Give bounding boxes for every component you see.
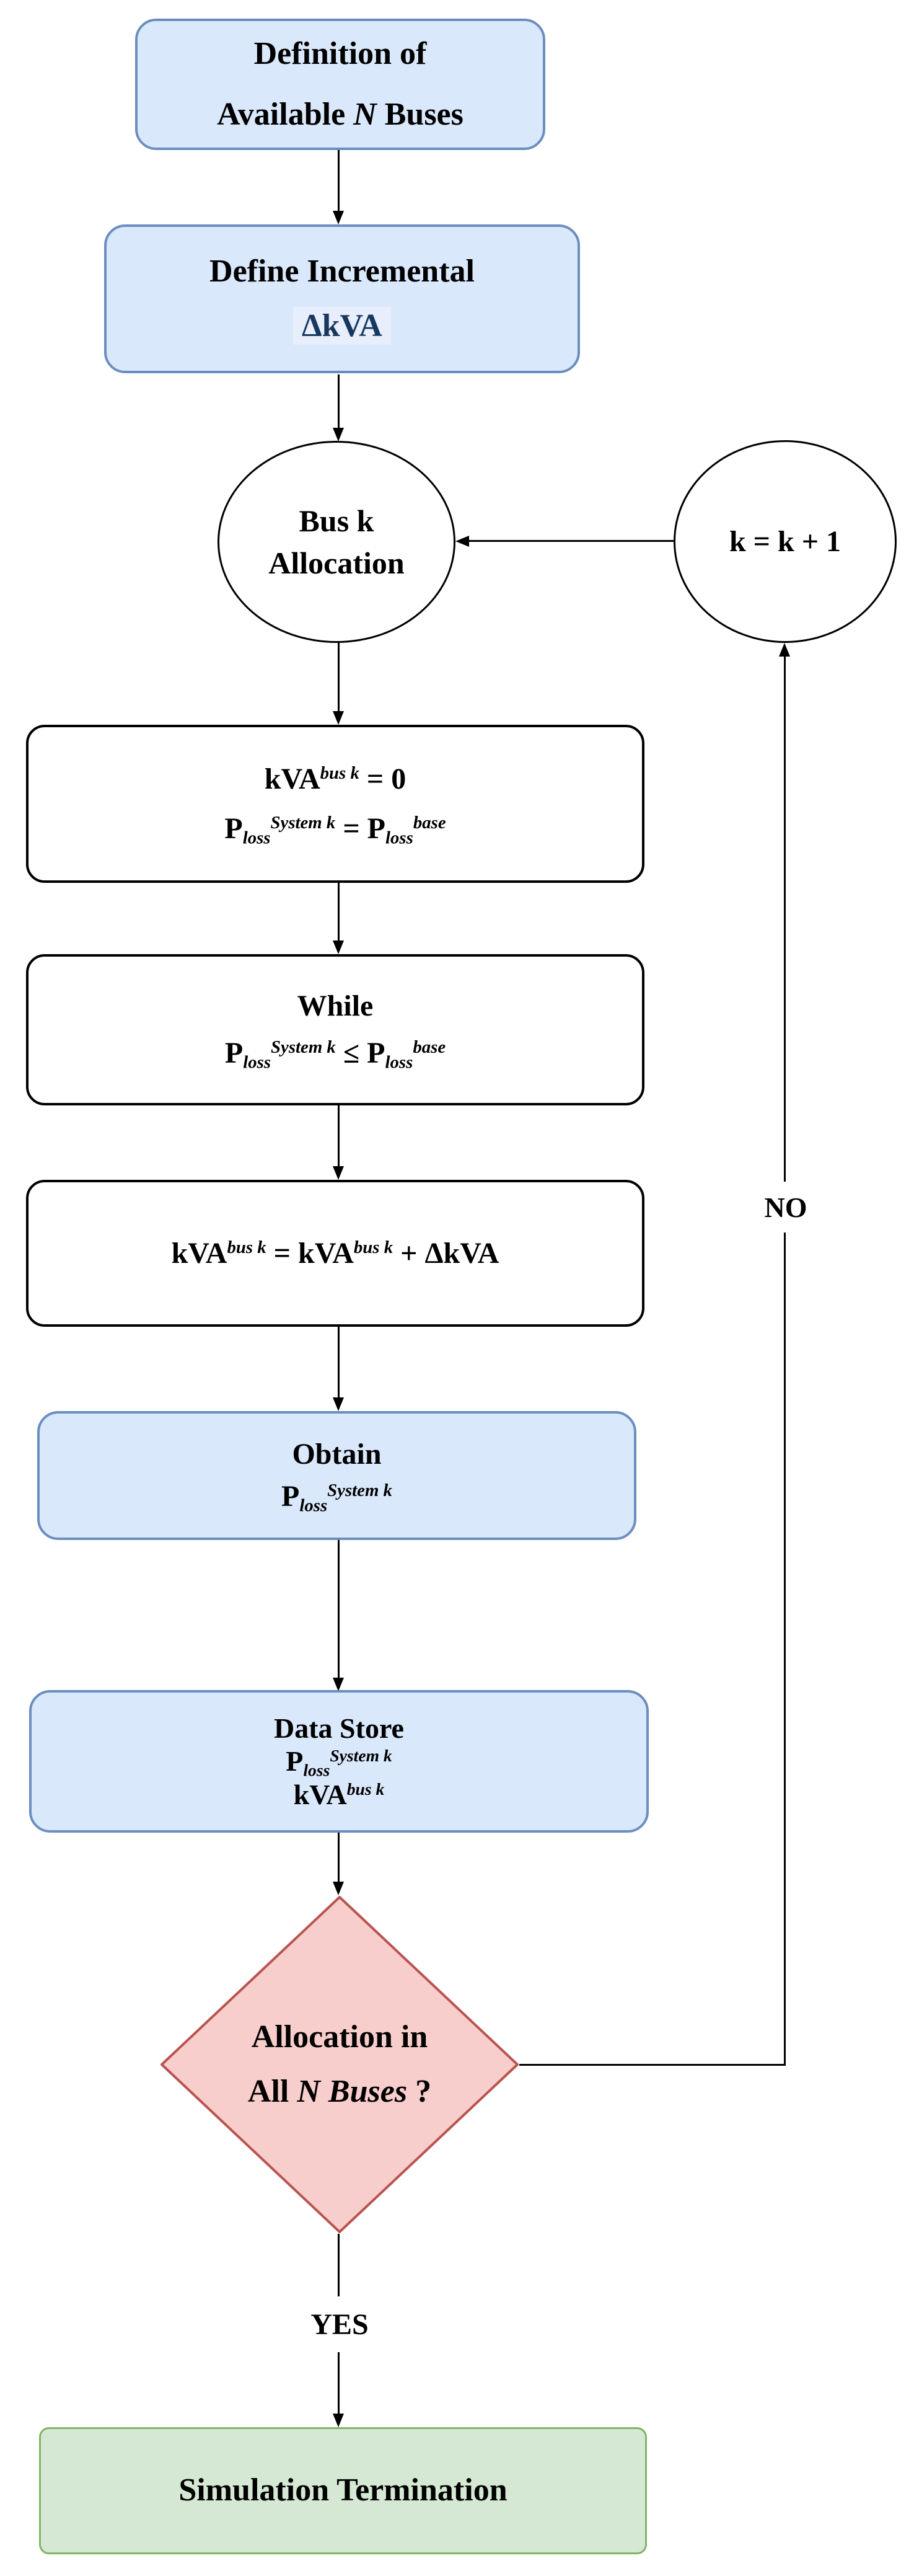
connector-no-branch-horizontal (519, 2064, 786, 2066)
arrowhead-down-icon (333, 211, 344, 224)
superscript: System k (330, 1746, 392, 1766)
arrowhead-down-icon (333, 941, 344, 954)
text-segment: kVA (264, 762, 320, 795)
text-segment: P (367, 812, 385, 845)
text-line: Available N Buses (217, 97, 464, 133)
arrowhead-down-icon (333, 711, 344, 725)
superscript: base (413, 812, 446, 833)
text-segment-italic-n: N (353, 97, 377, 132)
connector-datastore-to-decision (338, 1833, 340, 1883)
text-line: Allocation (268, 546, 405, 580)
text-segment: kVA (298, 1236, 354, 1270)
subscript: loss (243, 1052, 271, 1073)
arrowhead-down-icon (333, 1166, 344, 1180)
superscript: bus k (353, 1237, 393, 1257)
arrowhead-down-icon (333, 1882, 344, 1895)
text-segment: kVA (293, 1778, 347, 1810)
text-segment-italic-n-buses: N Buses (297, 2074, 408, 2109)
superscript: System k (327, 1481, 392, 1501)
node-bus-k-allocation: Bus k Allocation (218, 441, 455, 643)
subscript: loss (303, 1760, 330, 1780)
connector-obtain-to-datastore (338, 1540, 340, 1679)
subscript: loss (299, 1495, 328, 1516)
connector-increment-to-busk (469, 540, 674, 542)
node-define-incremental-kva: Define Incremental ΔkVA (104, 224, 580, 373)
node-definition-available-buses: Definition of Available N Buses (135, 19, 545, 150)
arrowhead-down-icon (333, 2414, 344, 2427)
text-segment: P (224, 812, 243, 845)
superscript: bus k (227, 1237, 266, 1257)
arrowhead-left-icon (455, 536, 469, 547)
text-line: Data Store (274, 1712, 404, 1744)
node-allocation-decision: Allocation in All N Buses ? (160, 1895, 519, 2234)
text-segment: P (367, 1037, 385, 1069)
text-segment: = (335, 812, 367, 845)
text-segment: ? (407, 2074, 432, 2109)
no-edge-label: NO (752, 1182, 820, 1233)
arrowhead-down-icon (333, 428, 344, 441)
formula-line: kVAbus k (294, 1779, 385, 1811)
node-while-condition: While PlossSystem k ≤ Plossbase (26, 954, 644, 1105)
connector-init-to-while (338, 883, 340, 942)
formula-line: PlossSystem k (286, 1745, 392, 1780)
node-data-store: Data Store PlossSystem k kVAbus k (29, 1690, 649, 1833)
decision-diamond-shape (160, 1896, 519, 2233)
node-k-increment: k = k + 1 (674, 440, 897, 643)
node-obtain-loss: Obtain PlossSystem k (37, 1411, 636, 1540)
text-segment: = 0 (359, 762, 406, 795)
yes-edge-label: YES (294, 2296, 385, 2352)
connector-while-to-increment (338, 1105, 340, 1167)
formula-line: kVAbus k = kVAbus k + ΔkVA (172, 1237, 499, 1270)
node-simulation-termination: Simulation Termination (39, 2427, 647, 2554)
delta-kva-highlight: ΔkVA (293, 307, 391, 345)
text-segment: All (247, 2074, 297, 2109)
arrowhead-up-icon (779, 643, 790, 657)
text-line: While (297, 989, 374, 1023)
text-line: Obtain (292, 1438, 382, 1471)
connector-increment-to-obtain (338, 1327, 340, 1399)
subscript: loss (385, 828, 413, 848)
text-segment: kVA (171, 1236, 227, 1270)
diamond-polygon (160, 1896, 519, 2233)
text-segment: P (224, 1037, 244, 1069)
text-line: Bus k (299, 503, 374, 538)
text-segment: P (286, 1745, 304, 1777)
formula-line: PlossSystem k ≤ Plossbase (224, 1037, 446, 1073)
connector-no-branch-vertical (784, 657, 786, 2065)
text-segment: + ΔkVA (393, 1236, 499, 1270)
leq-operator: ≤ (335, 1037, 367, 1069)
superscript: System k (270, 812, 336, 833)
subscript: loss (385, 1052, 413, 1073)
text-line: Definition of (253, 35, 427, 71)
text-segment: P (281, 1480, 300, 1513)
text-line: All N Buses ? (248, 2074, 431, 2110)
superscript: base (413, 1037, 446, 1058)
node-initialization: kVAbus k = 0 PlossSystem k = Plossbase (26, 725, 644, 883)
formula-line: PlossSystem k (281, 1480, 392, 1516)
text-segment: = (266, 1236, 299, 1270)
text-line: Define Incremental (209, 253, 475, 289)
superscript: System k (271, 1037, 336, 1058)
connector-define-to-incremental (338, 150, 340, 212)
formula-line: PlossSystem k = Plossbase (224, 812, 446, 848)
subscript: loss (242, 828, 271, 848)
text-segment: Available (217, 97, 354, 132)
arrowhead-down-icon (333, 1678, 344, 1691)
superscript: bus k (346, 1779, 385, 1799)
text-line: k = k + 1 (729, 524, 841, 558)
arrowhead-down-icon (333, 1397, 344, 1411)
text-line: Allocation in (251, 2019, 428, 2055)
text-segment: Buses (376, 97, 464, 132)
formula-line: kVAbus k = 0 (265, 763, 406, 796)
superscript: bus k (320, 763, 359, 783)
text-line: Simulation Termination (178, 2472, 508, 2508)
connector-incremental-to-allocation (338, 374, 340, 429)
connector-allocation-to-init (338, 643, 340, 712)
node-kva-increment: kVAbus k = kVAbus k + ΔkVA (26, 1180, 644, 1327)
